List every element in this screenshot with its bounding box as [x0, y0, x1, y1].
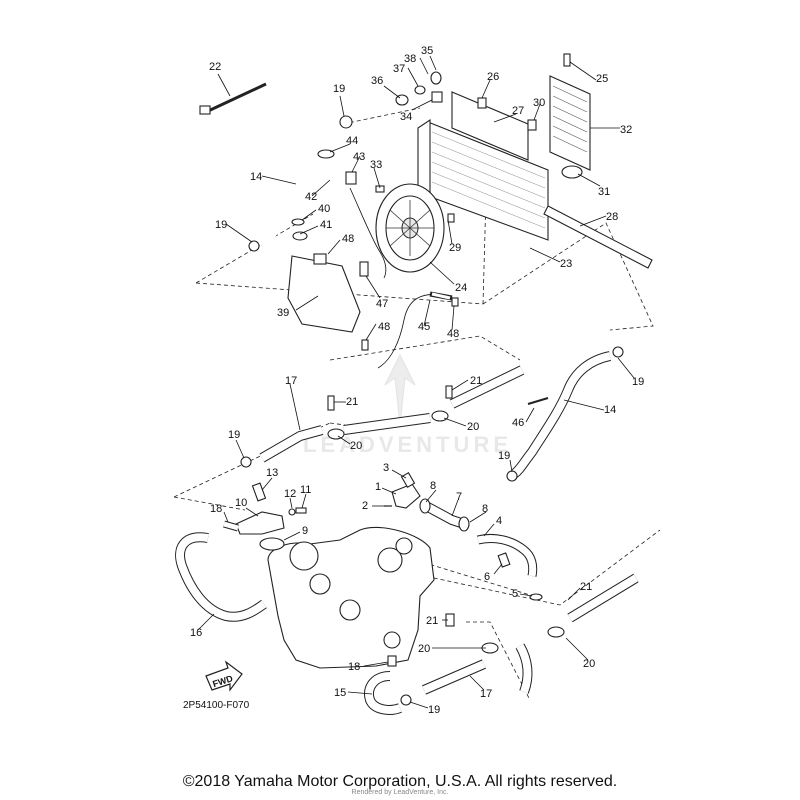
- callout-12: 12: [284, 488, 296, 500]
- callout-20: 20: [350, 440, 362, 452]
- callout-41: 41: [320, 219, 332, 231]
- reservoir-cap: [292, 231, 308, 241]
- callout-40: 40: [318, 203, 330, 215]
- callout-2: 2: [362, 500, 368, 512]
- callout-34: 34: [400, 111, 412, 123]
- callout-44: 44: [346, 135, 358, 147]
- callout-10: 10: [235, 497, 247, 509]
- callout-38: 38: [404, 53, 416, 65]
- callout-29: 29: [449, 242, 461, 254]
- callout-8: 8: [482, 503, 488, 515]
- cap-seal: [291, 218, 305, 226]
- reservoir-neck: [313, 253, 327, 265]
- callout-19: 19: [428, 704, 440, 716]
- callout-20: 20: [418, 643, 430, 655]
- callout-35: 35: [421, 45, 433, 57]
- callout-18: 18: [210, 503, 222, 515]
- callout-5: 5: [512, 588, 518, 600]
- callout-16: 16: [190, 627, 202, 639]
- callout-46: 46: [512, 417, 524, 429]
- callout-21: 21: [580, 581, 592, 593]
- callout-19: 19: [498, 450, 510, 462]
- callout-21: 21: [426, 615, 438, 627]
- callout-8: 8: [430, 480, 436, 492]
- right-radiator-hose: [510, 351, 612, 479]
- callout-24: 24: [455, 282, 467, 294]
- callout-6: 6: [484, 571, 490, 583]
- callout-3: 3: [383, 462, 389, 474]
- cooling-fan: [375, 183, 445, 273]
- lower-right-pipe: [515, 573, 639, 694]
- callout-32: 32: [620, 124, 632, 136]
- callout-25: 25: [596, 73, 608, 85]
- callout-43: 43: [353, 151, 365, 163]
- callout-42: 42: [305, 191, 317, 203]
- cable-tie: [199, 82, 267, 115]
- callout-17: 17: [285, 375, 297, 387]
- callout-17: 17: [480, 688, 492, 700]
- callout-19: 19: [632, 376, 644, 388]
- rendered-by-notice: Rendered by LeadVenture, Inc.: [351, 789, 449, 796]
- upper-hoses: [259, 124, 453, 369]
- callout-33: 33: [370, 159, 382, 171]
- callout-28: 28: [606, 211, 618, 223]
- callout-11: 11: [300, 484, 311, 496]
- callout-15: 15: [334, 687, 346, 699]
- callout-47: 47: [376, 298, 388, 310]
- callout-36: 36: [371, 75, 383, 87]
- callout-48: 48: [342, 233, 354, 245]
- callout-1: 1: [375, 481, 381, 493]
- engine-block: [267, 526, 435, 669]
- callout-27: 27: [512, 105, 524, 117]
- callout-14: 14: [250, 171, 262, 183]
- coolant-reservoir: [287, 218, 361, 333]
- callout-31: 31: [598, 186, 610, 198]
- callout-18: 18: [348, 661, 360, 673]
- callout-39: 39: [277, 307, 289, 319]
- callout-20: 20: [467, 421, 479, 433]
- oil-cooler: [549, 75, 591, 171]
- callout-20: 20: [583, 658, 595, 670]
- copyright-notice: ©2018 Yamaha Motor Corporation, U.S.A. A…: [182, 773, 618, 790]
- callout-19: 19: [228, 429, 240, 441]
- diagram-code: 2P54100-F070: [183, 700, 250, 711]
- middle-hoses: [259, 365, 525, 463]
- callout-21: 21: [346, 396, 358, 408]
- thermostat-housing: [223, 482, 307, 551]
- callout-labels: 22 19 36 37 38 35 26 25 30 27 34 32 44 4…: [190, 45, 644, 716]
- clamps-and-bolts: [240, 53, 624, 706]
- callout-22: 22: [209, 61, 221, 73]
- callout-4: 4: [496, 515, 502, 527]
- callout-48: 48: [378, 321, 390, 333]
- radiator-guard: [543, 205, 653, 269]
- callout-7: 7: [456, 491, 462, 503]
- radiator-assembly: [417, 75, 653, 269]
- callout-26: 26: [487, 71, 499, 83]
- radiator-top-bracket: [451, 91, 529, 161]
- callout-14: 14: [604, 404, 616, 416]
- callout-9: 9: [302, 525, 308, 537]
- water-pump-outlet: [384, 472, 543, 601]
- fwd-arrow-icon: FWD: [205, 660, 243, 692]
- callout-13: 13: [266, 467, 278, 479]
- callout-37: 37: [393, 63, 405, 75]
- radiator-cap: [561, 165, 583, 179]
- lower-hoses: [364, 613, 499, 715]
- left-lower-hose: [175, 532, 267, 622]
- callout-19: 19: [215, 219, 227, 231]
- callout-23: 23: [560, 258, 572, 270]
- callout-48: 48: [447, 328, 459, 340]
- callout-19: 19: [333, 83, 345, 95]
- callout-45: 45: [418, 321, 430, 333]
- leader-lines: [197, 55, 635, 709]
- callout-21: 21: [470, 375, 482, 387]
- callout-30: 30: [533, 97, 545, 109]
